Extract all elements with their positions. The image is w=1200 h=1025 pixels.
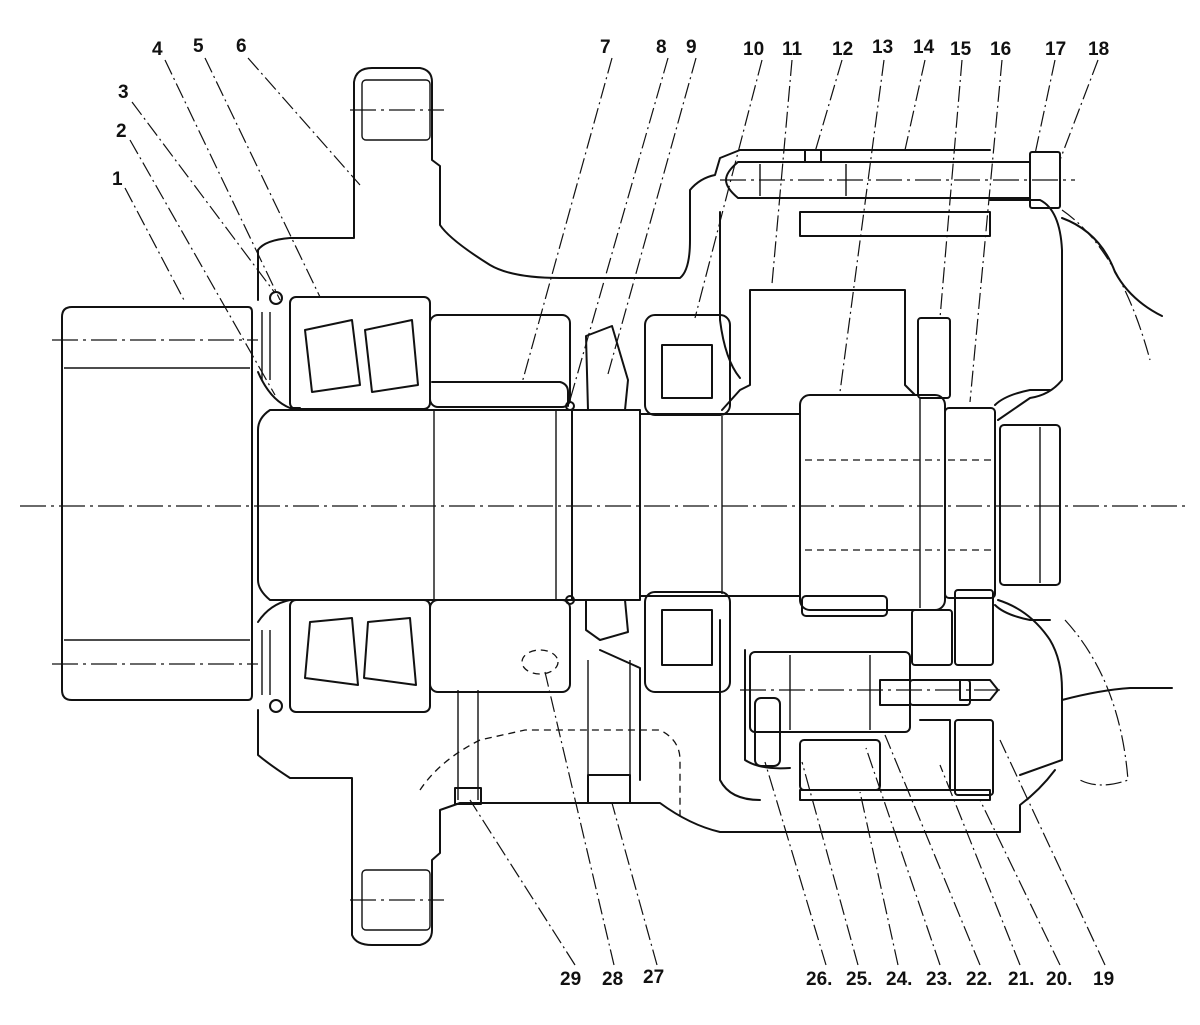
callout-8: 8 (656, 37, 667, 58)
callout-22: 22. (966, 969, 992, 990)
bottom-callouts: 29 28 27 26. 25. 24. 23. 22. 21. 20. 19 (560, 967, 1114, 990)
seals (257, 291, 301, 713)
sun-gear (799, 394, 996, 611)
callout-14: 14 (913, 37, 935, 58)
callout-4: 4 (152, 39, 163, 60)
input-shaft-end (994, 389, 1061, 621)
callout-17: 17 (1045, 39, 1066, 60)
callout-16: 16 (990, 39, 1011, 60)
planetary-gear-set (719, 589, 1000, 801)
spacer-sleeve (429, 314, 571, 693)
callout-5: 5 (193, 36, 204, 57)
bearing-inner (644, 314, 731, 693)
callout-24: 24. (886, 969, 912, 990)
callout-11: 11 (782, 39, 803, 60)
lock-ring (585, 325, 641, 781)
callout-10: 10 (743, 39, 764, 60)
housing (257, 67, 1173, 946)
callout-29: 29 (560, 969, 581, 990)
callout-15: 15 (950, 39, 972, 60)
callout-12: 12 (832, 39, 853, 60)
bearing-left-top (289, 296, 431, 410)
hub-flange (52, 306, 258, 701)
callout-19: 19 (1093, 969, 1114, 990)
callout-18: 18 (1088, 39, 1109, 60)
callout-7: 7 (600, 37, 611, 58)
top-callouts: 1 2 3 4 5 6 7 8 9 10 11 12 13 14 15 16 1… (112, 36, 1109, 190)
callout-2: 2 (116, 121, 127, 142)
callout-3: 3 (118, 82, 129, 103)
carrier (719, 211, 951, 411)
bearing-left-bottom (289, 599, 431, 713)
callout-27: 27 (643, 967, 664, 988)
callout-9: 9 (686, 37, 697, 58)
tie-bolt (720, 149, 1075, 237)
callout-13: 13 (872, 37, 893, 58)
callout-23: 23. (926, 969, 952, 990)
callout-20: 20. (1046, 969, 1072, 990)
callout-25: 25. (846, 969, 872, 990)
callout-21: 21. (1008, 969, 1034, 990)
callout-28: 28 (602, 969, 623, 990)
callout-1: 1 (112, 169, 123, 190)
main-shaft (257, 401, 801, 605)
callout-26: 26. (806, 969, 832, 990)
hidden-passages (419, 649, 681, 820)
callout-6: 6 (236, 36, 247, 57)
leader-lines (124, 57, 1106, 966)
